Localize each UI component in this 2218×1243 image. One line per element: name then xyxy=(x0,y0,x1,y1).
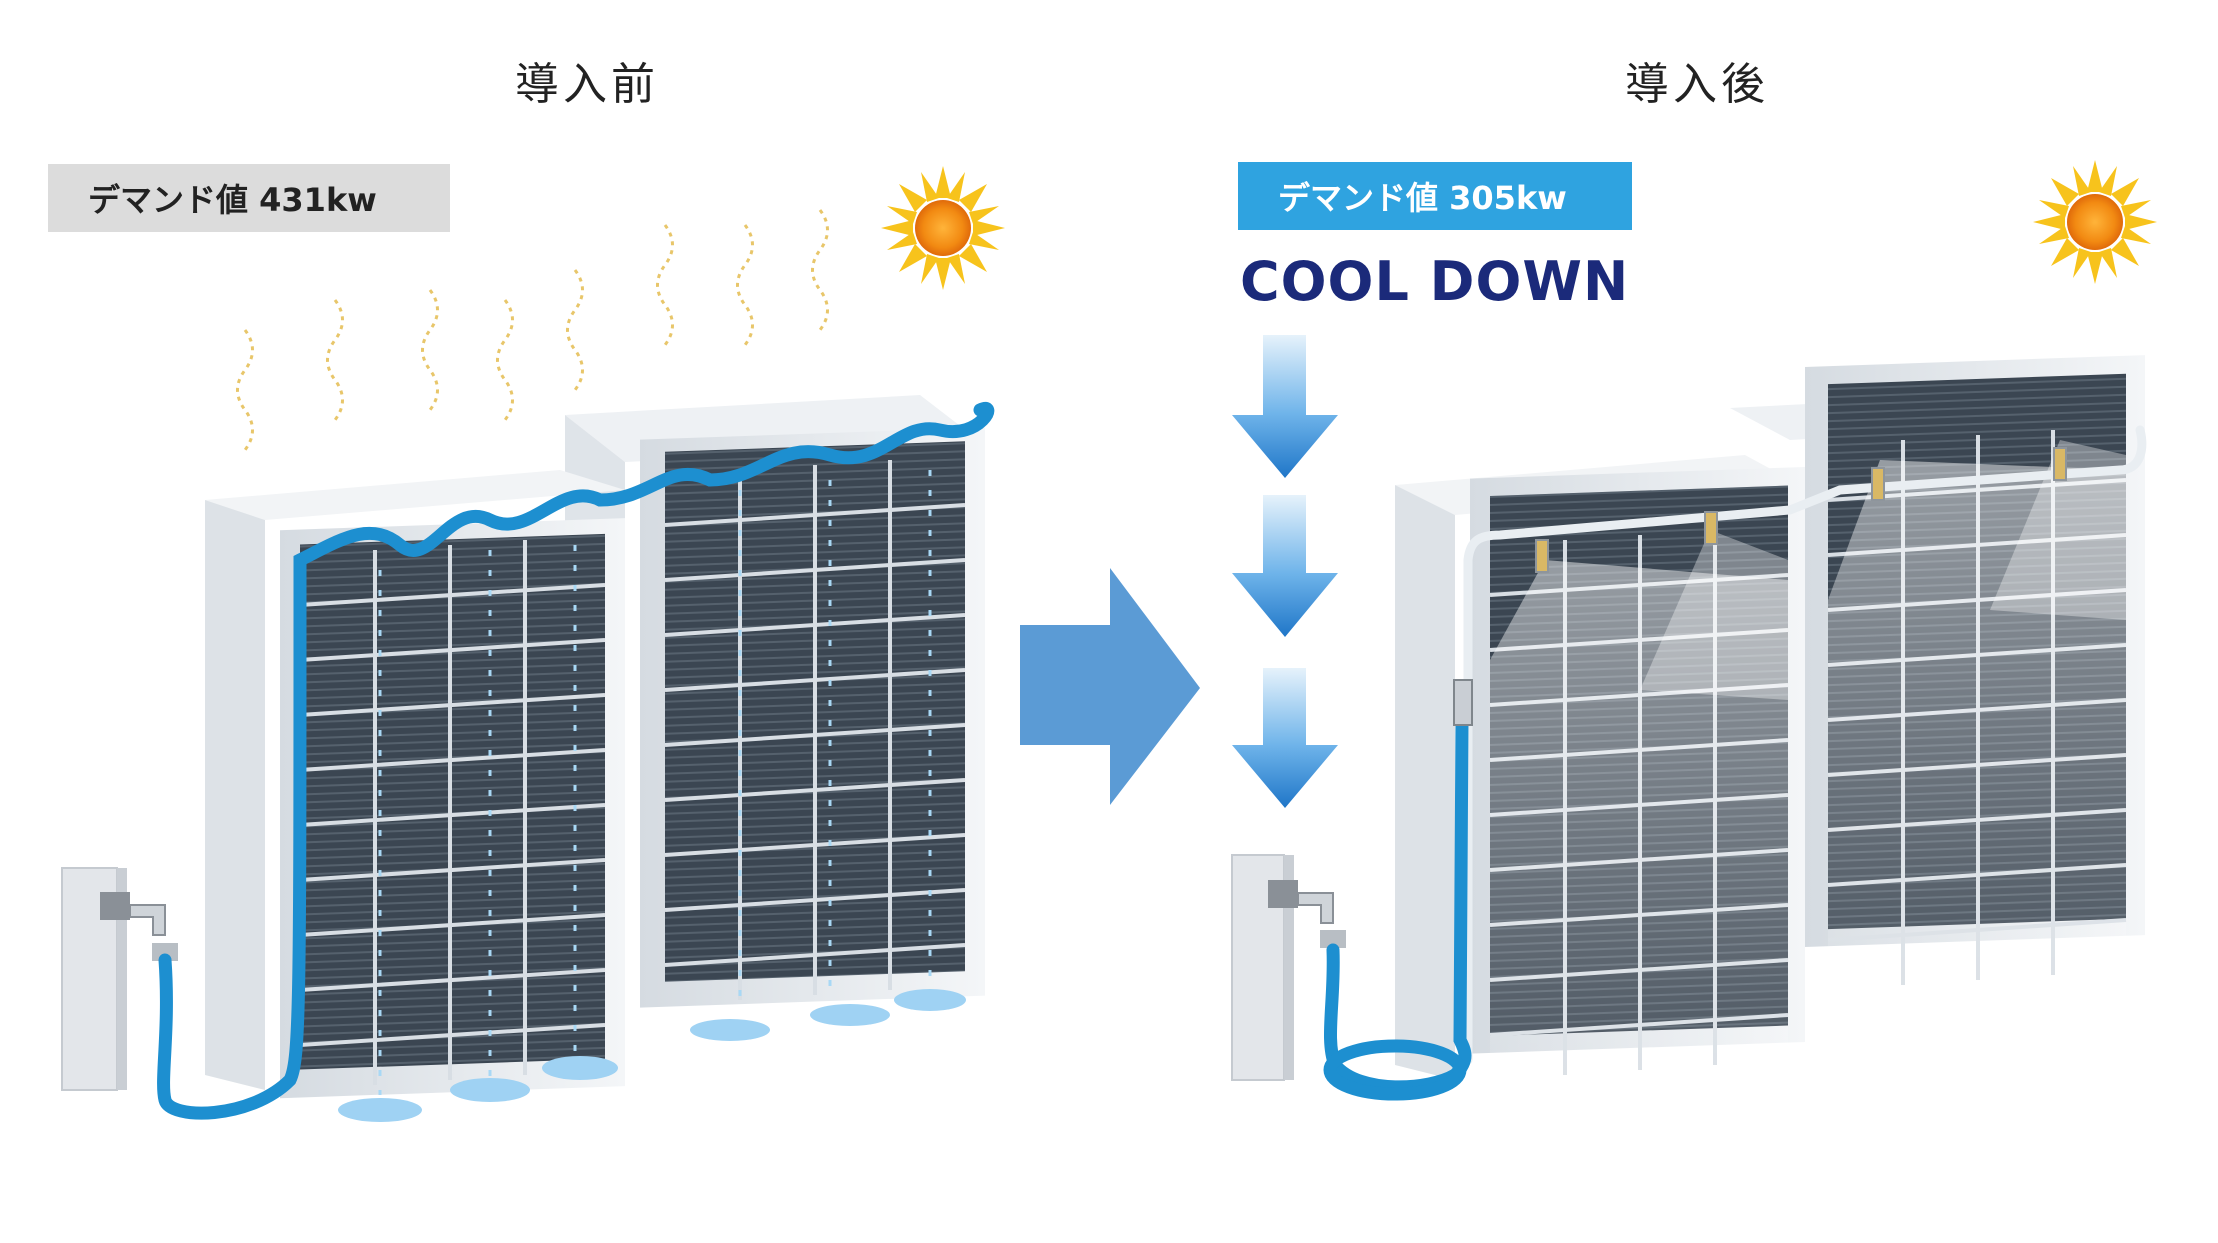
mist-spray xyxy=(1490,440,2126,1085)
faucet-icon xyxy=(1231,854,1346,1081)
sun-icon xyxy=(2033,160,2157,284)
hose-icon xyxy=(1323,713,1472,1101)
before-heading: 導入前 xyxy=(515,59,659,110)
faucet-icon xyxy=(61,867,178,1091)
cool-down-label: COOL DOWN xyxy=(1240,250,1630,313)
after-demand-badge: デマンド値 305kw xyxy=(1238,162,1632,230)
hose-icon xyxy=(157,402,995,1120)
hose-connector xyxy=(1453,679,1473,726)
water-puddle-icon xyxy=(338,989,966,1122)
solar-unit-left xyxy=(205,470,625,1099)
after-heading: 導入後 xyxy=(1625,59,1769,110)
before-scene xyxy=(61,166,1005,1122)
solar-unit-right xyxy=(565,395,985,1008)
panel-grid-right xyxy=(664,460,966,1000)
water-drips xyxy=(378,470,932,1095)
panel-grid-left xyxy=(299,540,606,1085)
right-arrow-icon xyxy=(1020,568,1200,805)
mist-nozzle-icon xyxy=(1535,447,2067,573)
sun-icon xyxy=(881,166,1005,290)
down-arrow-icon xyxy=(1232,335,1338,808)
before-demand-badge: デマンド値 431kw xyxy=(48,164,450,232)
heat-wave-icon xyxy=(236,209,829,451)
after-scene xyxy=(1231,160,2157,1101)
